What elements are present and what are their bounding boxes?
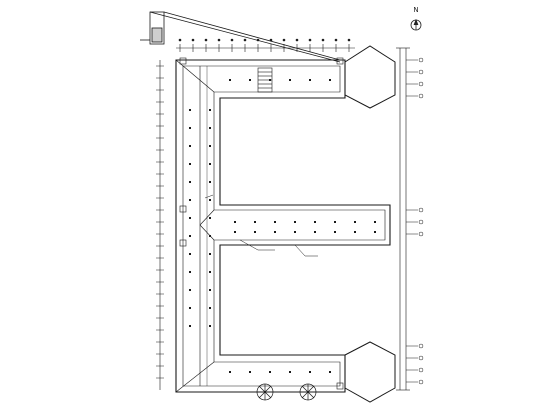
grid-bubble xyxy=(347,38,351,42)
fixture-mark xyxy=(249,371,251,373)
fixture-mark xyxy=(189,235,191,237)
fixture-mark xyxy=(274,231,276,233)
fixture-mark xyxy=(374,221,376,223)
fixture-mark xyxy=(254,231,256,233)
grid-bubble xyxy=(308,38,312,42)
fixture-mark xyxy=(209,127,211,129)
grid-bubble xyxy=(321,38,325,42)
fixture-mark xyxy=(329,79,331,81)
grid-bubble xyxy=(418,57,424,63)
fixture-mark xyxy=(209,325,211,327)
fixture-mark xyxy=(189,145,191,147)
fixture-mark xyxy=(209,307,211,309)
left-axis-ticks xyxy=(156,65,164,379)
fixture-mark xyxy=(269,79,271,81)
grid-bubble xyxy=(418,355,424,361)
fixture-mark xyxy=(254,221,256,223)
fixture-mark xyxy=(209,289,211,291)
fixture-mark xyxy=(314,231,316,233)
fixture-mark xyxy=(189,253,191,255)
fixture-mark xyxy=(209,109,211,111)
top-dimension-line xyxy=(176,38,355,52)
fixture-mark xyxy=(189,127,191,129)
grid-bubble xyxy=(418,219,424,225)
grid-bubble xyxy=(418,367,424,373)
fixture-marks xyxy=(189,79,376,373)
grid-bubble xyxy=(243,38,247,42)
grid-bubble xyxy=(418,81,424,87)
fixture-mark xyxy=(229,79,231,81)
fixture-mark xyxy=(189,271,191,273)
fixture-mark xyxy=(354,231,356,233)
stair-core-block xyxy=(140,11,341,63)
fixture-mark xyxy=(189,325,191,327)
fixture-mark xyxy=(209,271,211,273)
fixture-mark xyxy=(329,371,331,373)
fixture-mark xyxy=(229,371,231,373)
annotation-leaders xyxy=(204,194,318,257)
grid-bubble xyxy=(418,343,424,349)
grid-bubble xyxy=(256,38,260,42)
grid-bubble xyxy=(217,38,221,42)
fixture-mark xyxy=(309,371,311,373)
fixture-mark xyxy=(334,231,336,233)
fixture-mark xyxy=(289,79,291,81)
fixture-mark xyxy=(314,221,316,223)
grid-bubble xyxy=(230,38,234,42)
fixture-mark xyxy=(374,231,376,233)
round-planters xyxy=(256,383,317,401)
grid-bubble xyxy=(418,379,424,385)
fixture-mark xyxy=(289,371,291,373)
fixture-mark xyxy=(294,221,296,223)
fixture-mark xyxy=(209,217,211,219)
fixture-mark xyxy=(294,231,296,233)
fixture-mark xyxy=(189,307,191,309)
grid-bubble xyxy=(191,38,195,42)
fixture-mark xyxy=(209,145,211,147)
fixture-mark xyxy=(354,221,356,223)
grid-bubble xyxy=(334,38,338,42)
right-axis-ticks xyxy=(406,57,424,385)
fixture-mark xyxy=(189,289,191,291)
building-outline xyxy=(175,59,391,393)
fixture-mark xyxy=(209,235,211,237)
north-arrow-label: N xyxy=(413,6,419,14)
grid-bubble xyxy=(204,38,208,42)
fixture-mark xyxy=(334,221,336,223)
fixture-mark xyxy=(189,181,191,183)
fixture-mark xyxy=(274,221,276,223)
right-grid-lines xyxy=(396,47,410,391)
staircase-top xyxy=(257,67,273,93)
fixture-mark xyxy=(209,181,211,183)
grid-bubble xyxy=(418,93,424,99)
grid-bubble xyxy=(418,207,424,213)
fixture-mark xyxy=(209,253,211,255)
grid-bubble xyxy=(418,231,424,237)
grid-bubble xyxy=(269,38,273,42)
grid-bubble xyxy=(418,69,424,75)
fixture-mark xyxy=(309,79,311,81)
fixture-mark xyxy=(249,79,251,81)
fixture-mark xyxy=(209,163,211,165)
fixture-mark xyxy=(189,217,191,219)
north-arrow-icon xyxy=(410,18,422,31)
grid-bubble xyxy=(178,38,182,42)
fixture-mark xyxy=(189,109,191,111)
grid-bubble xyxy=(282,38,286,42)
fixture-mark xyxy=(269,371,271,373)
hex-tower-bottom xyxy=(344,341,396,403)
fixture-mark xyxy=(234,231,236,233)
fixture-mark xyxy=(234,221,236,223)
fixture-mark xyxy=(189,199,191,201)
grid-bubble xyxy=(295,38,299,42)
fixture-mark xyxy=(189,163,191,165)
hex-tower-top xyxy=(344,45,396,109)
fixture-mark xyxy=(209,199,211,201)
columns xyxy=(179,57,344,390)
